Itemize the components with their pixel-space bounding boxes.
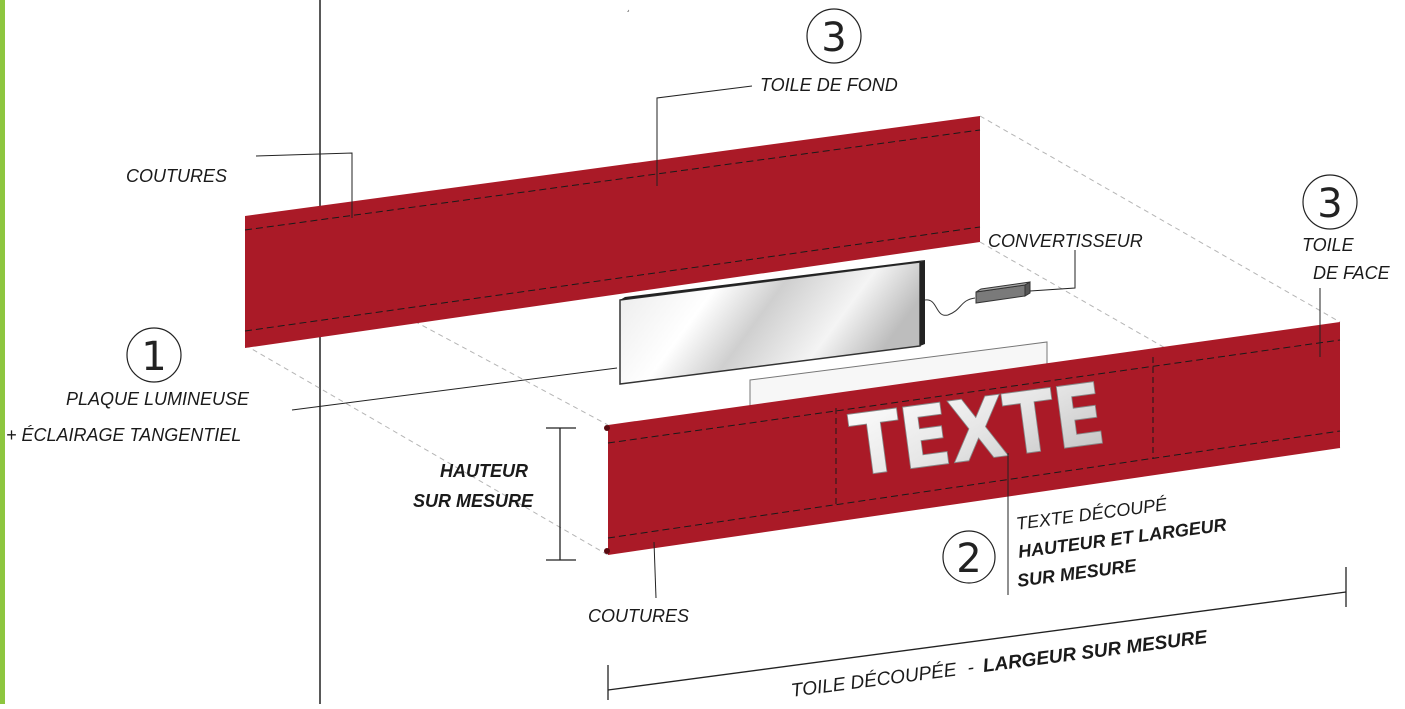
back-fabric xyxy=(244,116,981,348)
converter-label: CONVERTISSEUR xyxy=(988,231,1143,251)
seams-top-label: COUTURES xyxy=(126,166,228,186)
height-label-line2: SUR MESURE xyxy=(413,491,534,511)
badge-1-panel xyxy=(126,327,182,383)
converter-box xyxy=(975,281,1031,304)
badge-3-back xyxy=(806,8,862,64)
face-fabric-label-line1: TOILE xyxy=(1302,235,1354,255)
badge-3-back-number: 3 xyxy=(821,15,846,61)
face-fabric xyxy=(604,322,1341,555)
cut-out-sign-text: TEXTE xyxy=(845,364,1110,496)
badge-2-text xyxy=(942,530,996,584)
badge-3-face-number: 3 xyxy=(1317,181,1342,227)
leader-lines xyxy=(255,85,1321,599)
height-label-line1: HAUTEUR xyxy=(440,461,528,481)
badge-3-face xyxy=(1302,174,1358,230)
back-fabric-label: TOILE DE FOND xyxy=(760,75,898,95)
face-fabric-label-line2: DE FACE xyxy=(1313,263,1390,283)
light-panel xyxy=(619,260,976,385)
left-accent-bar xyxy=(0,0,5,704)
badge-2-text-number: 2 xyxy=(956,536,981,582)
height-dimension xyxy=(546,427,576,561)
width-label-dash: - xyxy=(966,657,976,679)
tiny-mark: ¸ xyxy=(626,3,631,13)
seams-bottom-label: COUTURES xyxy=(588,606,690,626)
light-panel-label-line2: + ÉCLAIRAGE TANGENTIEL xyxy=(6,425,242,445)
badge-1-panel-number: 1 xyxy=(141,334,166,380)
number-badges xyxy=(126,8,1358,584)
width-dimension xyxy=(607,567,1347,700)
light-panel-label-line1: PLAQUE LUMINEUSE xyxy=(66,389,250,409)
